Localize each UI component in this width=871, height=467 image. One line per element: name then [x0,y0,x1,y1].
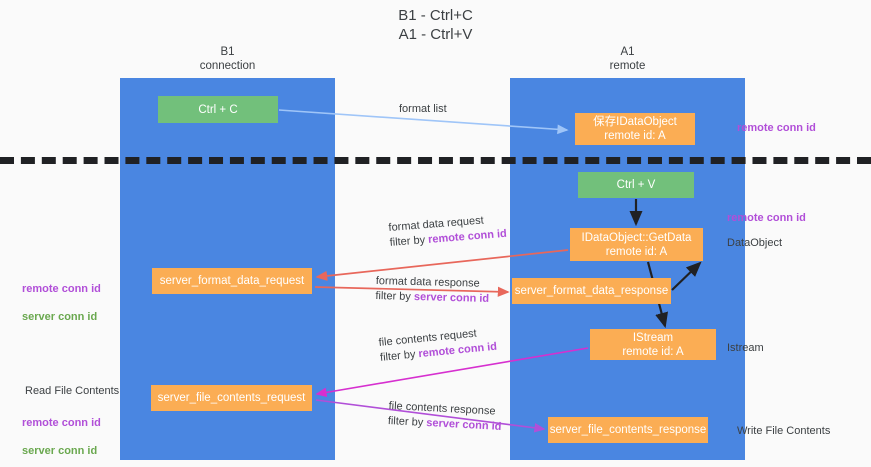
annotation-remote-conn-id: remote conn id [22,417,101,429]
label-format-list: format list [399,103,447,115]
annotation-write-file-contents: Write File Contents [737,425,831,437]
box-server-format-data-request[interactable]: server_format_data_request [152,268,312,294]
phase-divider [0,157,871,164]
annotation-server-conn-id: server conn id [22,311,98,323]
label-format-data-response-line2: filter by server conn id [375,289,489,307]
label-format-data-response: format data response filter by server co… [375,274,489,307]
column-header-a1: A1 remote [609,46,646,72]
box-server-file-contents-request[interactable]: server_file_contents_request [151,385,312,411]
box-save-idataobject[interactable]: 保存IDataObject remote id: A [575,113,695,145]
box-ctrl-c[interactable]: Ctrl + C [158,96,278,123]
filter-key-server-conn-id: server conn id [425,416,502,433]
filter-prefix: filter by [379,348,420,364]
filter-prefix: filter by [389,233,429,249]
annotation-left-conn-ids-bottom: remote conn id server conn id [22,402,101,467]
filter-prefix: filter by [375,289,415,303]
annotation-remote-conn-id-top: remote conn id [737,122,816,134]
label-file-contents-request: file contents request filter by remote c… [378,325,498,366]
annotation-remote-conn-id-mid: remote conn id [727,212,806,224]
label-format-data-request: format data request filter by remote con… [388,212,507,251]
annotation-read-file-contents: Read File Contents [25,385,120,397]
box-ctrl-v[interactable]: Ctrl + V [578,172,694,198]
box-idataobject-getdata[interactable]: IDataObject::GetData remote id: A [570,228,703,261]
filter-prefix: filter by [387,414,427,429]
annotation-istream: Istream [727,342,764,354]
label-file-contents-response: file contents response filter by server … [387,399,502,435]
filter-key-server-conn-id: server conn id [413,291,490,305]
box-istream[interactable]: IStream remote id: A [590,329,716,360]
box-server-file-contents-response[interactable]: server_file_contents_response [548,417,708,443]
column-header-b1: B1 connection [199,46,256,72]
annotation-remote-conn-id: remote conn id [22,283,101,295]
annotation-dataobject: DataObject [727,237,783,249]
box-server-format-data-response[interactable]: server_format_data_response [512,278,671,304]
annotation-server-conn-id: server conn id [22,445,98,457]
annotation-left-conn-ids-mid: remote conn id server conn id [22,268,101,338]
diagram-title: B1 - Ctrl+C A1 - Ctrl+V [398,7,473,43]
